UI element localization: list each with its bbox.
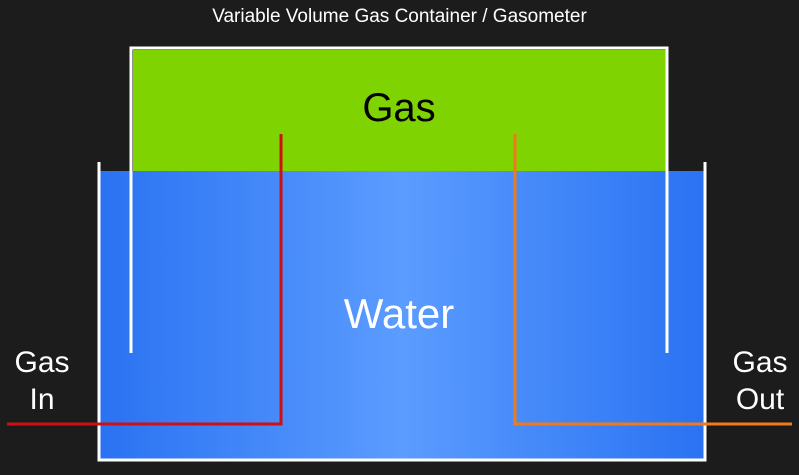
floating-bell [129, 46, 669, 353]
water-body [100, 171, 704, 459]
gas-out-label-line2: Out [735, 383, 785, 416]
gas-space [133, 50, 666, 171]
tank-wall [97, 162, 707, 462]
gas-label: Gas [362, 86, 436, 130]
gas-in-label-line1: Gas [14, 346, 70, 379]
gas-in-label-line2: In [29, 383, 55, 416]
diagram-title: Variable Volume Gas Container / Gasomete… [212, 6, 587, 27]
gas-out-label-line1: Gas [732, 346, 788, 379]
gas-outlet-pipe [513, 134, 792, 426]
water-label: Water [343, 290, 455, 337]
gas-in-label: Gas In [0, 344, 84, 418]
gas-inlet-pipe [7, 134, 283, 426]
gas-out-label: Gas Out [716, 344, 799, 418]
